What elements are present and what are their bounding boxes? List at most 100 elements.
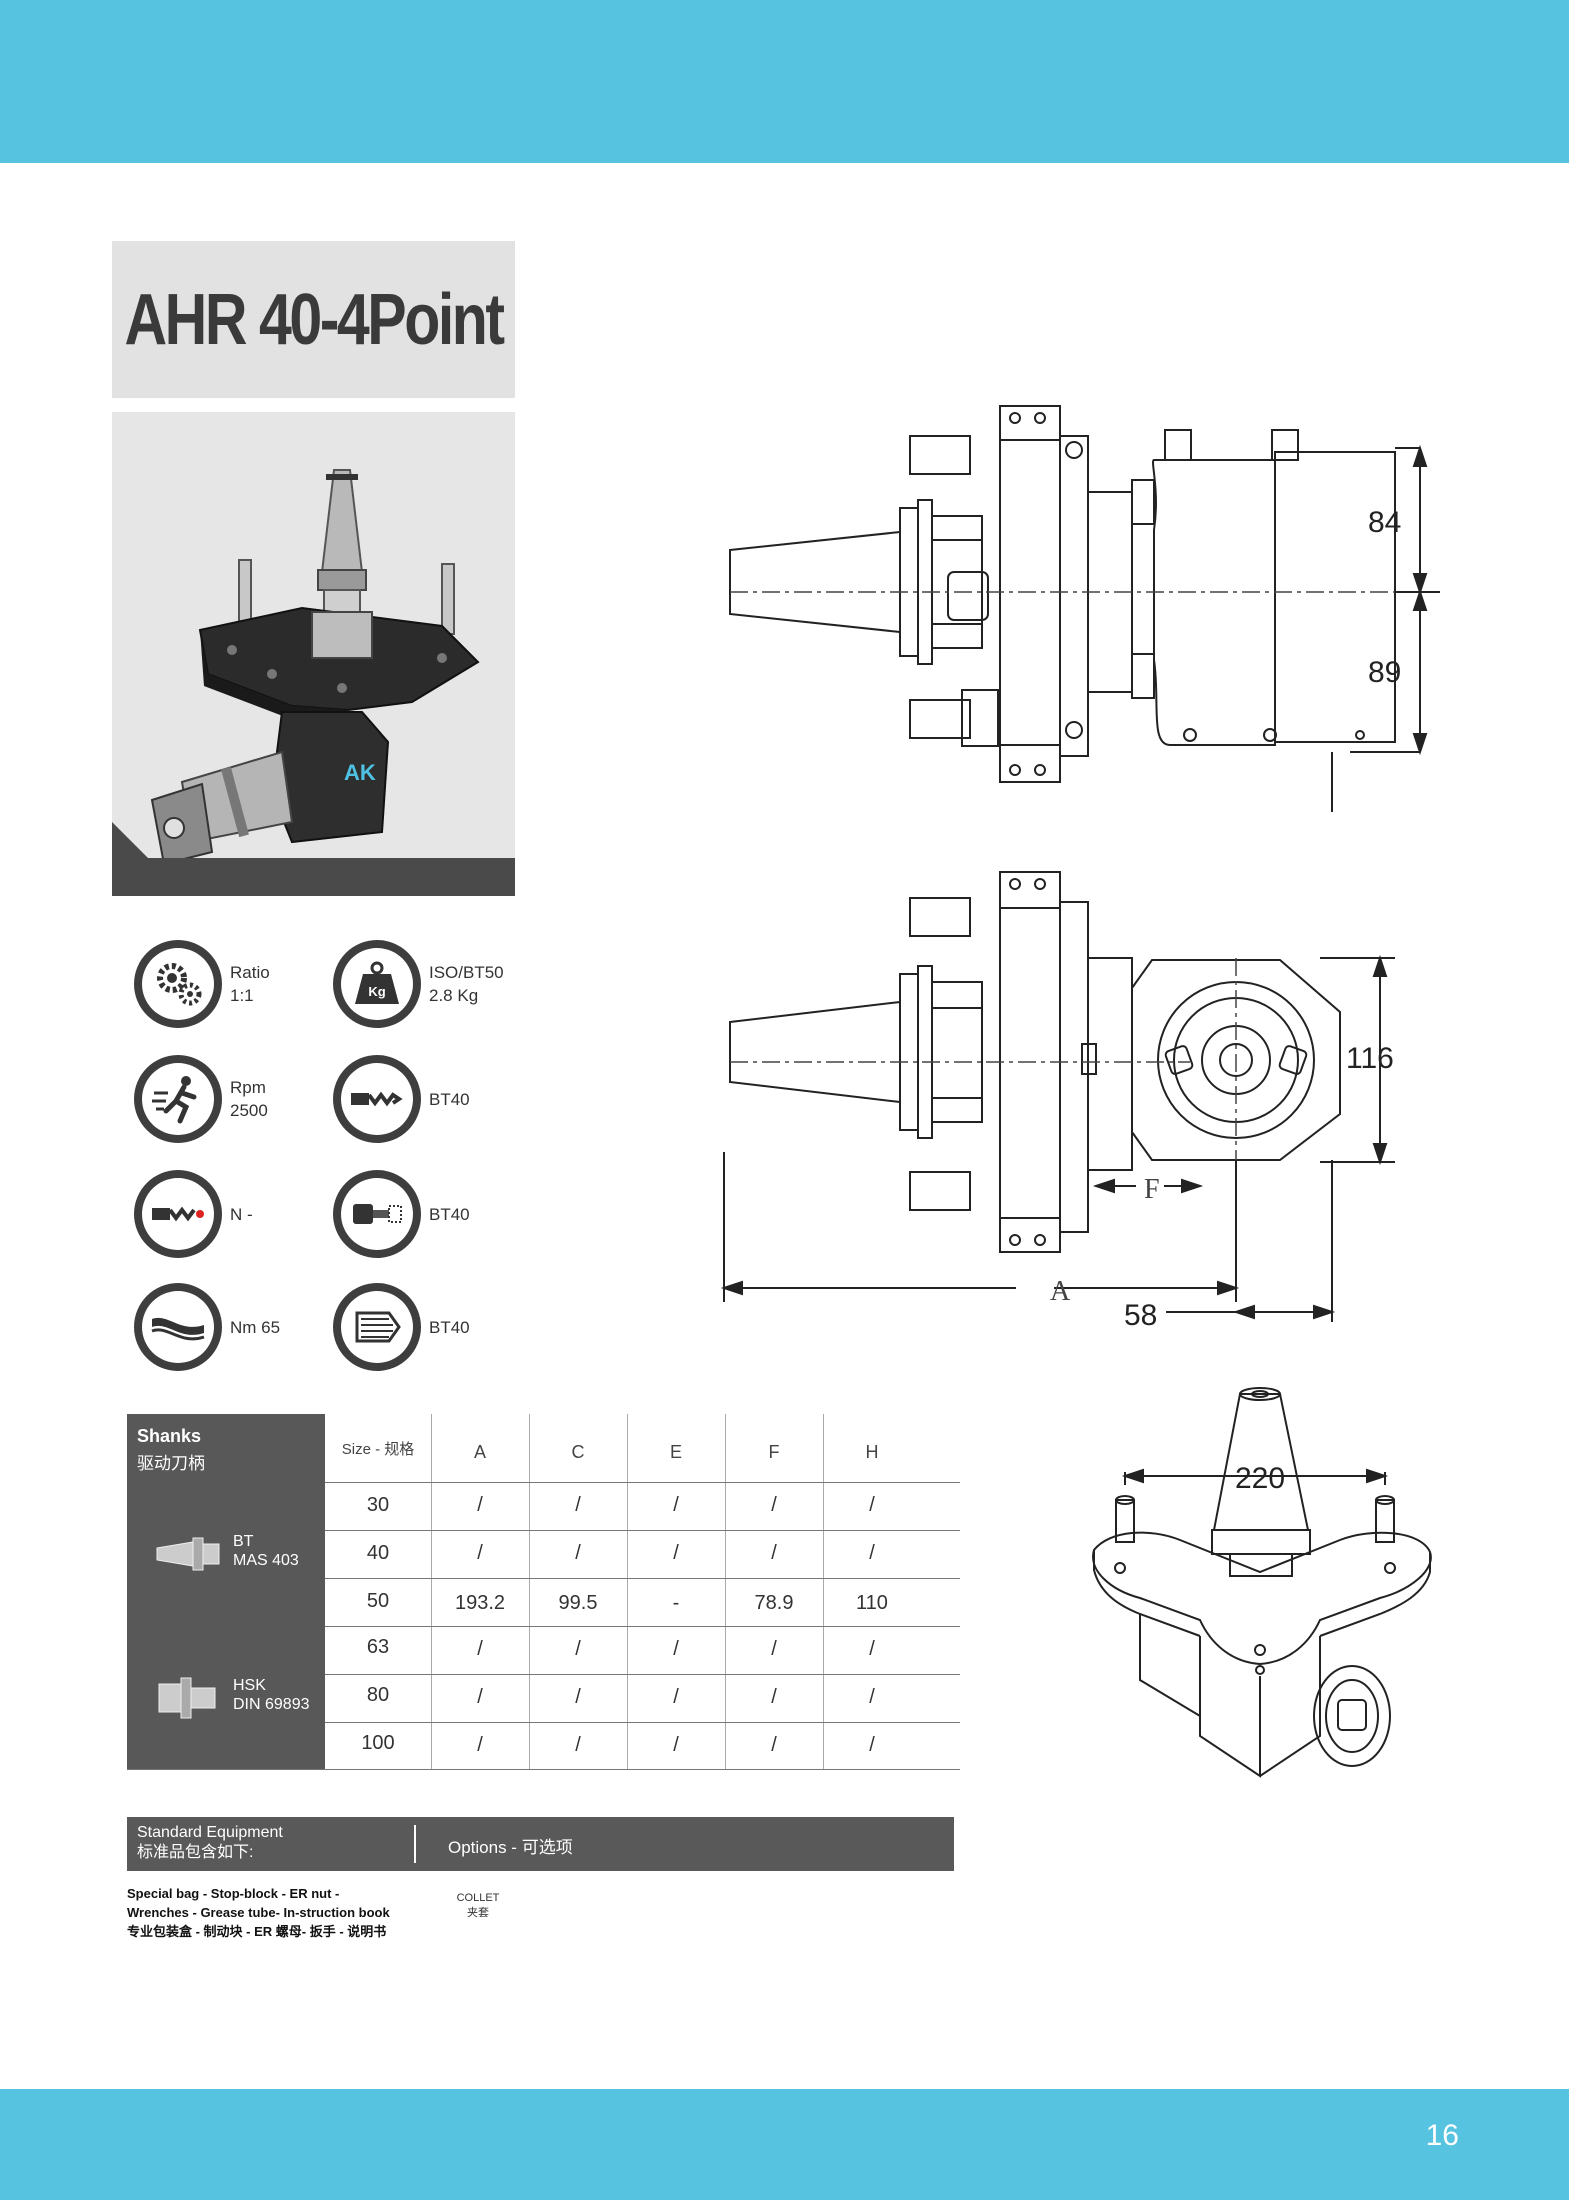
tool-holder-icon (353, 1204, 402, 1224)
spec-weight: Kg ISO/BT50 2.8 Kg (333, 940, 504, 1028)
option-collet: COLLET 夹套 (453, 1891, 503, 1921)
spec-rpm-label: Rpm (230, 1078, 266, 1097)
hsk-shank-icon (158, 1677, 216, 1719)
dimension-84: 84 (1368, 506, 1401, 539)
page-title: AHR 40-4Point (124, 279, 505, 360)
spec-weight-label: ISO/BT50 (429, 963, 504, 982)
gears-icon (157, 963, 202, 1006)
dimension-116: 116 (1346, 1042, 1394, 1075)
spec-rpm: Rpm 2500 (134, 1055, 268, 1143)
side-view-drawing: 84 89 (729, 405, 1440, 812)
spec-weight-value: 2.8 Kg (429, 986, 479, 1005)
standard-items-cn: 专业包装盒 - 制动块 - ER 螺母- 扳手 - 说明书 (127, 1924, 387, 1939)
bt-group-standard: MAS 403 (233, 1552, 299, 1569)
spec-drill: BT40 (333, 1055, 470, 1143)
collet-icon (355, 1311, 401, 1343)
value-cell-c: / (575, 1686, 581, 1708)
spec-holder: BT40 (333, 1170, 470, 1258)
size-cell: 100 (361, 1732, 395, 1754)
value-cell-f: 78.9 (754, 1592, 794, 1614)
standard-items-en: Special bag - Stop-block - ER nut - Wren… (127, 1886, 390, 1920)
standard-equipment-en: Standard Equipment (137, 1824, 283, 1841)
spec-circle (333, 1170, 421, 1258)
spec-rpm-value: 2500 (230, 1101, 268, 1120)
spec-drill-value: BT40 (429, 1089, 470, 1109)
value-cell-h: / (869, 1542, 875, 1564)
value-cell-h: / (869, 1686, 875, 1708)
bottom-footer-band: 16 (0, 2089, 1569, 2200)
column-header-a: A (473, 1442, 486, 1462)
dimension-220: 220 (1235, 1462, 1285, 1495)
value-cell-e: / (673, 1494, 679, 1516)
spec-collet: BT40 (333, 1283, 470, 1371)
value-cell-c: / (575, 1494, 581, 1516)
value-cell-a: / (477, 1494, 483, 1516)
shanks-header-en: Shanks (137, 1426, 202, 1446)
isometric-view-drawing: 220 (1092, 1387, 1432, 1778)
running-man-icon (152, 1076, 197, 1124)
shanks-header: Shanks 驱动刀柄 (127, 1414, 325, 1482)
logo-text: AK (344, 760, 376, 785)
value-cell-h: / (869, 1494, 875, 1516)
spec-circle (333, 1283, 421, 1371)
shanks-header-cn: 驱动刀柄 (137, 1454, 205, 1473)
spec-ratio-label: Ratio (230, 963, 270, 982)
value-cell-c: / (575, 1638, 581, 1660)
size-cell: 80 (366, 1684, 390, 1706)
page-number: 16 (1425, 2119, 1459, 2152)
spec-circle (134, 1170, 222, 1258)
spec-circle (134, 1283, 222, 1371)
value-cell-e: - (672, 1592, 680, 1614)
spec-ratio: Ratio 1:1 (134, 940, 270, 1028)
spec-circle (333, 1055, 421, 1143)
product-photo: AK (112, 412, 515, 896)
value-cell-a: / (477, 1542, 483, 1564)
value-cell-f: / (771, 1638, 777, 1660)
value-cell-h: 110 (856, 1592, 888, 1614)
shank-group-hsk: HSK DIN 69893 (127, 1626, 325, 1770)
size-cell: 50 (366, 1590, 390, 1612)
value-cell-f: / (771, 1686, 777, 1708)
value-cell-a: 193.2 (454, 1592, 506, 1614)
equipment-divider (414, 1825, 416, 1863)
title-box: AHR 40-4Point (112, 241, 515, 398)
equipment-bar: Standard Equipment 标准品包含如下: Options - 可选… (127, 1817, 954, 1871)
spec-coolant: N - (134, 1170, 253, 1258)
size-cell: 30 (366, 1494, 390, 1516)
weight-icon: Kg (355, 961, 399, 1004)
standard-equipment-list: Special bag - Stop-block - ER nut - Wren… (127, 1884, 397, 1941)
value-cell-h: / (869, 1734, 875, 1756)
hsk-group-standard: DIN 69893 (233, 1696, 310, 1713)
value-cell-h: / (869, 1638, 875, 1660)
spec-circle: Kg (333, 940, 421, 1028)
dimension-89: 89 (1368, 656, 1401, 689)
spec-circle (134, 1055, 222, 1143)
drill-bit-icon (351, 1091, 403, 1107)
value-cell-f: / (771, 1542, 777, 1564)
spec-collet-value: BT40 (429, 1317, 470, 1337)
torque-wrench-icon (151, 1317, 205, 1341)
value-cell-e: / (673, 1542, 679, 1564)
spec-ratio-value: 1:1 (230, 986, 254, 1005)
photo-footer-bar (112, 858, 515, 896)
value-cell-f: / (771, 1734, 777, 1756)
spec-circle (134, 940, 222, 1028)
top-header-band (0, 0, 1569, 163)
value-cell-e: / (673, 1686, 679, 1708)
bt-group-label: BT (233, 1533, 254, 1550)
dimension-58: 58 (1124, 1299, 1157, 1332)
weight-icon-text: Kg (368, 984, 385, 999)
value-cell-e: / (673, 1638, 679, 1660)
size-cell: 40 (366, 1542, 390, 1564)
hsk-group-label: HSK (233, 1677, 266, 1694)
value-cell-e: / (673, 1734, 679, 1756)
bt-shank-icon (156, 1537, 220, 1571)
value-cell-a: / (477, 1686, 483, 1708)
value-cell-a: / (477, 1638, 483, 1660)
value-cell-c: / (575, 1734, 581, 1756)
value-cell-c: 99.5 (558, 1592, 598, 1614)
option-collet-cn: 夹套 (467, 1907, 489, 1919)
angle-head-photo-illustration: AK (150, 469, 480, 866)
dimension-a: A (1050, 1276, 1071, 1307)
